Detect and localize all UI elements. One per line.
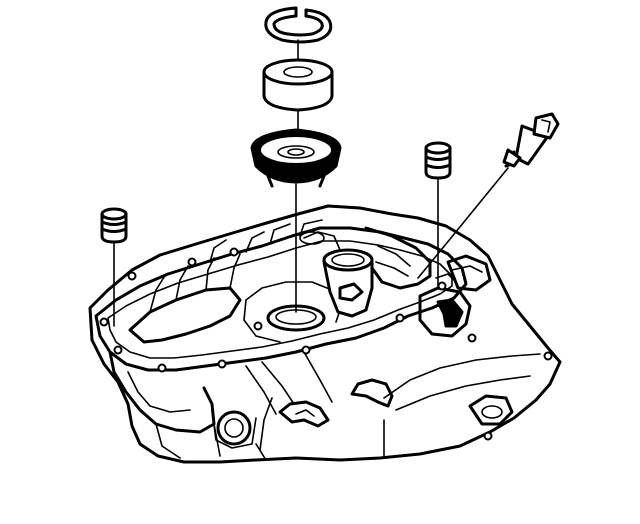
case-center-bottom-ribs <box>245 351 333 415</box>
snap-ring-inner <box>272 14 324 37</box>
case-bottom-contour <box>155 397 273 461</box>
case-upper-ribs <box>209 219 323 263</box>
seal-cover <box>250 128 342 313</box>
detent-arm <box>303 231 341 251</box>
case-port-inner <box>224 418 244 438</box>
flange-bolt-hole <box>99 317 109 327</box>
seal-cover-bore <box>287 148 305 156</box>
lower-slot-left <box>278 400 330 428</box>
flange-bolt-hole <box>187 257 197 267</box>
flange-bolt-hole <box>217 359 227 369</box>
flange-bolt-hole <box>543 351 553 361</box>
bolt <box>417 112 560 279</box>
flange-bolt-hole <box>437 281 447 291</box>
bearing <box>262 58 334 131</box>
case-lower-right-tab <box>468 394 514 426</box>
dowel-pin-left <box>100 207 128 327</box>
case-right-tower-detail <box>375 245 411 277</box>
transmission-case <box>88 204 562 464</box>
case-outline <box>88 204 562 464</box>
flange-bolt-hole <box>483 431 493 441</box>
detent-cup <box>322 260 374 318</box>
case-right-tower <box>364 226 432 290</box>
dowel-pin-left-top <box>100 207 128 221</box>
flange-bolt-hole <box>395 313 405 323</box>
snap-ring-outer <box>264 6 333 44</box>
case-right-lugs-detail <box>435 265 483 283</box>
detent-cup-rim-inner <box>331 253 365 267</box>
dowel-pin-left-body <box>100 212 128 244</box>
snap-ring-gap <box>294 6 308 18</box>
bolt-guide <box>417 167 509 279</box>
detent-spring-dark <box>338 282 364 302</box>
snap-ring <box>264 6 333 63</box>
case-flange <box>94 226 468 372</box>
flange-bolt-hole <box>113 345 123 355</box>
case-right-clip <box>436 298 464 328</box>
dowel-pin-right-top <box>424 141 452 155</box>
flange-bolt-hole <box>467 333 477 343</box>
flange-bolt-hole <box>229 247 239 257</box>
bearing-bore <box>283 66 313 78</box>
bolt-head <box>532 112 560 140</box>
case-lower-right-plate <box>383 353 541 411</box>
case-left-rib <box>127 371 191 413</box>
dowel-pin-right <box>424 141 452 287</box>
detent-boss <box>299 231 325 245</box>
flange-bolt-hole <box>253 321 263 331</box>
seal-cover-hub <box>277 145 315 159</box>
case-port <box>216 410 252 446</box>
dowel-pin-right-body <box>424 146 452 180</box>
dowel-pin-right-bands <box>424 155 452 169</box>
flange-bolt-hole <box>157 363 167 373</box>
seal-cover-tabs <box>266 174 326 188</box>
lower-slot-center <box>350 378 394 408</box>
lower-slot-left-detail <box>295 409 315 417</box>
case-right-block <box>418 286 472 338</box>
dowel-pin-left-bands <box>100 220 128 233</box>
bolt-head-flat <box>541 119 551 133</box>
flange-bolt-hole <box>301 345 311 355</box>
flange-bolt-hole <box>127 271 137 281</box>
bearing-top <box>262 58 334 86</box>
case-right-lugs <box>446 254 492 292</box>
case-left-cavity <box>128 286 242 344</box>
case-lower-right-tab-hole <box>481 405 503 419</box>
case-left-cavity-ribs <box>149 253 241 313</box>
detent-cup-rim <box>322 248 374 272</box>
bolt-tip <box>502 148 522 168</box>
